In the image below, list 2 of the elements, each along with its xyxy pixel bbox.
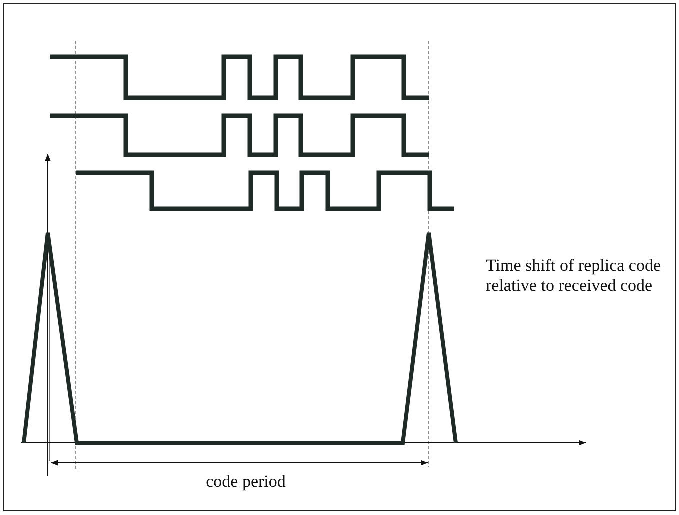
axis-label: Time shift of replica code relative to received code xyxy=(486,256,662,297)
dimension-label: code period xyxy=(205,472,287,492)
